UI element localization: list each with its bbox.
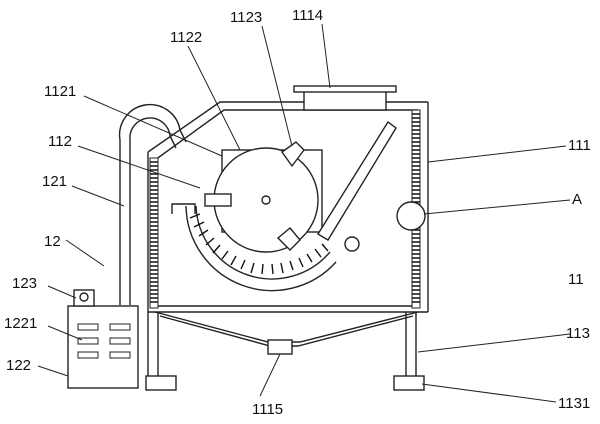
labels: 1114 1123 1122 1121 112 121 12 123 1221 … bbox=[4, 7, 591, 418]
label-123: 123 bbox=[12, 275, 37, 292]
label-1123: 1123 bbox=[230, 9, 262, 26]
legs bbox=[145, 312, 425, 391]
label-122: 122 bbox=[6, 357, 31, 374]
label-1121: 1121 bbox=[44, 83, 76, 100]
suction-pipe-121 bbox=[118, 103, 187, 305]
label-12: 12 bbox=[44, 233, 61, 250]
hopper bbox=[154, 311, 419, 355]
leader-lines bbox=[37, 23, 571, 403]
label-a: A bbox=[572, 191, 582, 208]
label-121: 121 bbox=[42, 173, 67, 190]
label-1115: 1115 bbox=[252, 401, 283, 418]
top-inlet bbox=[293, 85, 397, 111]
detail-a-marker bbox=[396, 201, 426, 231]
label-113: 113 bbox=[566, 325, 590, 342]
separator-box-122 bbox=[67, 289, 139, 389]
label-1131: 1131 bbox=[558, 395, 590, 412]
left-wall-liner bbox=[149, 157, 159, 309]
label-11: 11 bbox=[568, 271, 584, 288]
label-1221: 1221 bbox=[4, 315, 37, 332]
label-111: 111 bbox=[568, 137, 591, 154]
outlet-1115 bbox=[267, 339, 293, 355]
label-1122: 1122 bbox=[170, 29, 202, 46]
label-1114: 1114 bbox=[292, 7, 323, 24]
chute bbox=[317, 120, 397, 241]
rotor-assembly bbox=[171, 120, 397, 292]
label-112: 112 bbox=[48, 133, 72, 150]
